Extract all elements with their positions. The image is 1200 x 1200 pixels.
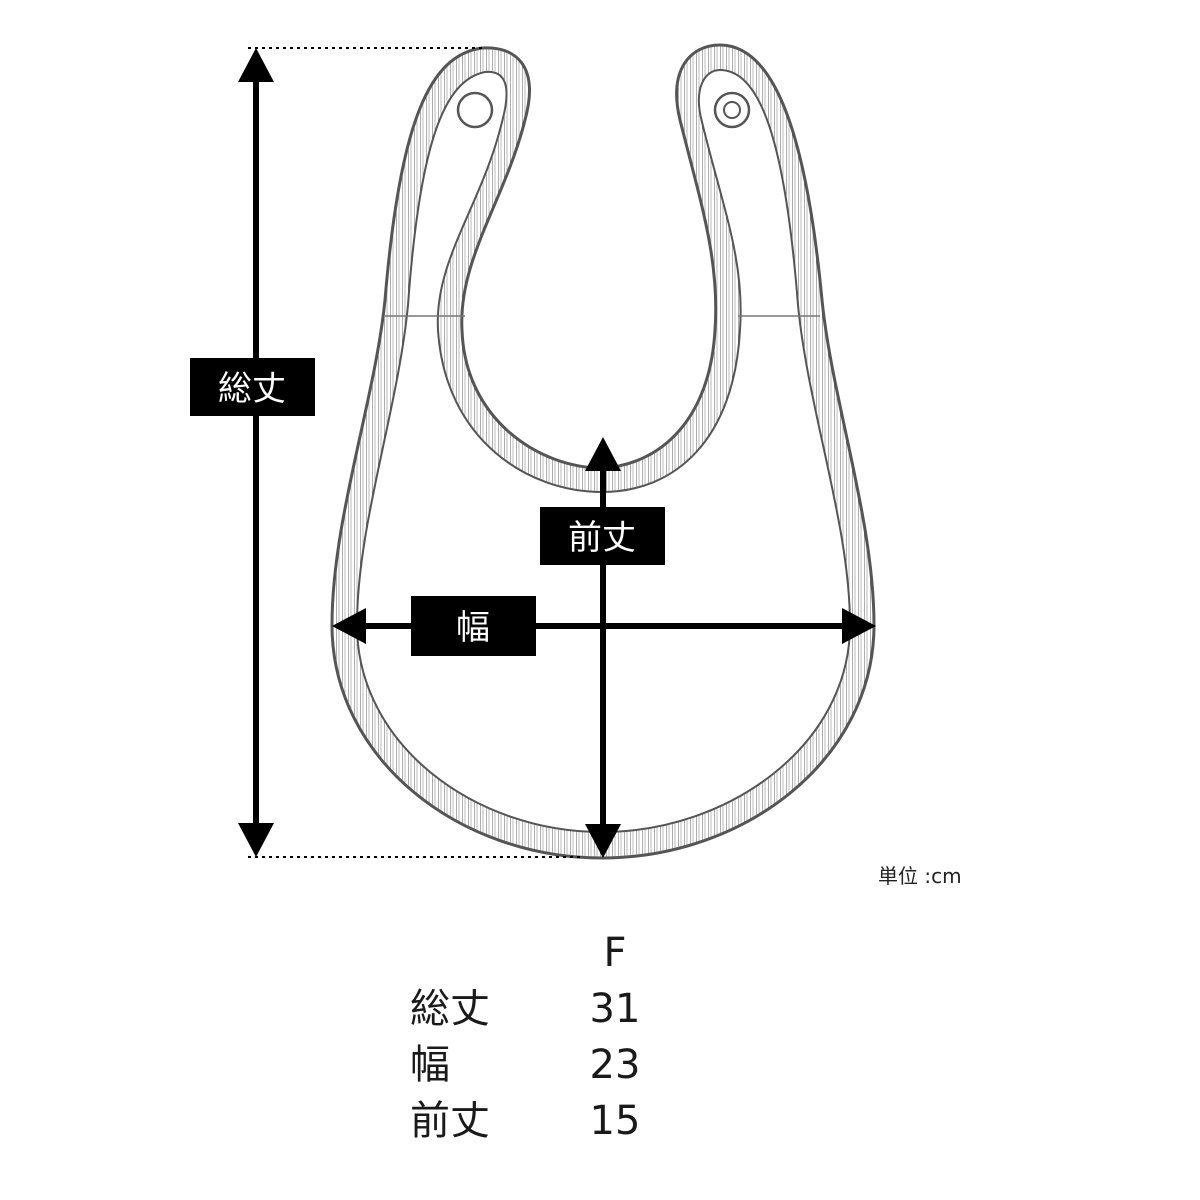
table-row-value: 31 xyxy=(589,986,641,1032)
table-header-size: F xyxy=(603,930,627,976)
table-row-name: 前丈 xyxy=(410,1098,490,1144)
table-row: 前丈 15 xyxy=(410,1093,670,1149)
size-table: F 総丈 31 幅 23 前丈 15 xyxy=(410,925,670,1149)
total-length-label-text: 総丈 xyxy=(218,369,286,409)
table-header-row: F xyxy=(410,925,670,981)
table-row: 総丈 31 xyxy=(410,981,670,1037)
front-length-label: 前丈 xyxy=(540,507,665,565)
table-row-name: 総丈 xyxy=(410,986,490,1032)
bib-size-diagram: 総丈 前丈 幅 xyxy=(190,43,876,860)
total-length-arrow xyxy=(238,48,274,857)
left-snap xyxy=(456,91,494,129)
table-header-spacer xyxy=(410,925,585,981)
total-length-label: 総丈 xyxy=(190,358,315,416)
width-label: 幅 xyxy=(411,596,536,656)
table-row-value: 15 xyxy=(589,1098,641,1144)
right-snap-inner xyxy=(723,101,741,119)
table-row-name: 幅 xyxy=(410,1042,450,1088)
front-length-label-text: 前丈 xyxy=(568,518,636,558)
table-row-value: 23 xyxy=(589,1042,641,1088)
width-label-text: 幅 xyxy=(456,608,490,648)
unit-note: 単位 :cm xyxy=(878,864,962,888)
table-row: 幅 23 xyxy=(410,1037,670,1093)
